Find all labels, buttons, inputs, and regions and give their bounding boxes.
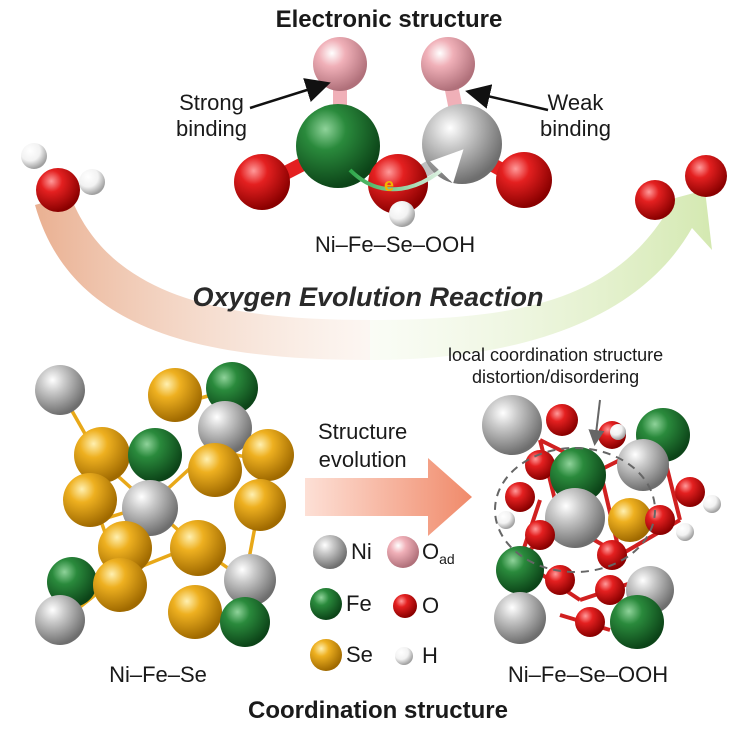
atom-o2-1 bbox=[635, 180, 675, 220]
atom-o-bridge bbox=[368, 154, 428, 214]
weak-binding-arrow bbox=[465, 84, 549, 112]
legend-label-oad: Oad bbox=[422, 539, 455, 567]
left-formula: Ni–Fe–Se bbox=[109, 662, 207, 687]
distortion-region bbox=[494, 447, 656, 573]
atom-fe-top bbox=[296, 104, 380, 188]
distortion-label: local coordination structure distortion/… bbox=[448, 344, 663, 388]
electron-transfer-arrow bbox=[348, 149, 464, 192]
distortion-line-2: distortion/disordering bbox=[472, 367, 640, 387]
weak-binding-line-1: Weak bbox=[547, 90, 604, 115]
distortion-line-1: local coordination structure bbox=[448, 345, 664, 365]
structure-evolution-arrow bbox=[305, 458, 472, 536]
legend-swatch-se bbox=[310, 639, 342, 671]
reaction-arc-left bbox=[35, 195, 370, 360]
strong-binding-line-2: binding bbox=[176, 116, 247, 141]
legend-label-ni: Ni bbox=[351, 539, 372, 564]
atom-h-water-2 bbox=[79, 169, 105, 195]
legend-swatch-ni bbox=[313, 535, 347, 569]
ni-fe-se-crystal bbox=[35, 362, 294, 647]
right-formula: Ni–Fe–Se–OOH bbox=[507, 662, 669, 687]
legend-label-fe: Fe bbox=[346, 591, 372, 616]
ni-fe-se-ooh-crystal bbox=[482, 395, 721, 649]
atom-ni-top bbox=[422, 104, 502, 184]
reaction-arc-right bbox=[370, 190, 712, 360]
legend-swatch-h bbox=[395, 647, 413, 665]
legend-label-se: Se bbox=[346, 642, 373, 667]
distortion-pointer-arrow bbox=[588, 399, 605, 446]
legend-swatch-fe bbox=[310, 588, 342, 620]
atom-o-right bbox=[496, 152, 552, 208]
strong-binding-arrow bbox=[249, 78, 331, 110]
legend-swatch-oad bbox=[387, 536, 419, 568]
evolution-label: Structure evolution bbox=[318, 418, 407, 474]
atom-o2-2 bbox=[685, 155, 727, 197]
strong-binding-label: Strong binding bbox=[176, 90, 247, 142]
evolution-line-2: evolution bbox=[318, 447, 407, 472]
atom-oad-left bbox=[313, 37, 367, 91]
legend-label-o: O bbox=[422, 593, 440, 618]
top-title: Electronic structure bbox=[275, 6, 503, 33]
atom-o-water bbox=[36, 168, 80, 212]
bottom-title: Coordination structure bbox=[247, 697, 509, 724]
reaction-label: Oxygen Evolution Reaction bbox=[192, 282, 544, 312]
legend-label-oad-sub: ad bbox=[439, 551, 455, 567]
legend-label-oad-main: O bbox=[422, 539, 440, 564]
water-molecule bbox=[21, 143, 105, 212]
legend-swatch-o bbox=[393, 594, 417, 618]
atom-h-water-1 bbox=[21, 143, 47, 169]
weak-binding-line-2: binding bbox=[540, 116, 611, 141]
atom-o-left bbox=[234, 154, 290, 210]
legend-label-h: H bbox=[422, 643, 438, 668]
oxygen-molecule bbox=[635, 155, 727, 220]
top-molecule bbox=[234, 37, 552, 227]
legend-swatches bbox=[310, 535, 419, 671]
strong-binding-line-1: Strong bbox=[179, 90, 244, 115]
weak-binding-label: Weak binding bbox=[540, 90, 611, 142]
evolution-line-1: Structure bbox=[318, 419, 408, 444]
atom-h-bridge bbox=[389, 201, 415, 227]
top-formula: Ni–Fe–Se–OOH bbox=[314, 232, 476, 257]
electron-label: e bbox=[384, 175, 395, 195]
atom-oad-right bbox=[421, 37, 475, 91]
